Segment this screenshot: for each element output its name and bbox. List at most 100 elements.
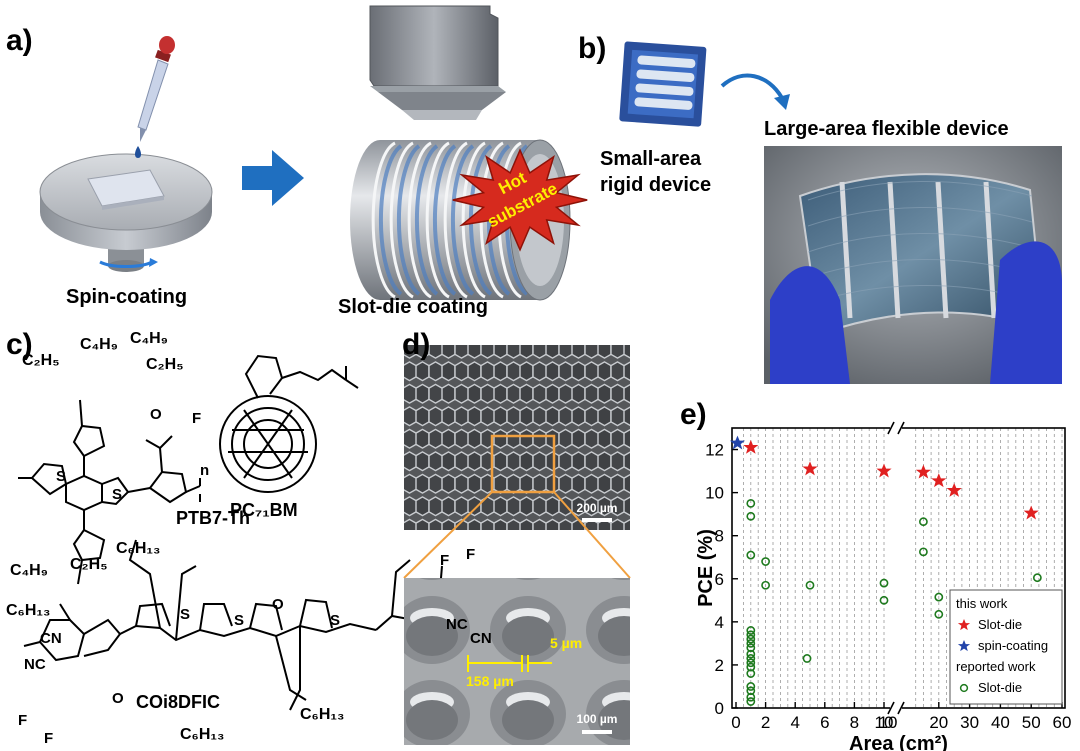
data-point-circle bbox=[934, 592, 944, 602]
x-tick-label: 50 bbox=[1022, 713, 1041, 732]
axis-break-mark bbox=[897, 421, 905, 435]
y-tick-label: 8 bbox=[715, 527, 724, 546]
x-tick-label: 0 bbox=[731, 713, 740, 732]
roll-stripe bbox=[443, 141, 468, 299]
legend-marker-circle bbox=[959, 683, 969, 693]
data-point-circle bbox=[761, 557, 770, 566]
axis-break-mark bbox=[897, 701, 905, 715]
legend-heading: this work bbox=[956, 596, 1008, 611]
film-cell-line bbox=[807, 233, 1033, 253]
film-cell-line bbox=[807, 181, 1033, 201]
x-axis-label: Area (cm²) bbox=[849, 733, 948, 751]
x-tick-label: 20 bbox=[929, 713, 948, 732]
y-axis-label: PCE (%) bbox=[695, 529, 717, 607]
data-point-circle bbox=[746, 658, 756, 668]
data-point-circle bbox=[746, 692, 756, 702]
data-point-circle bbox=[746, 630, 756, 640]
panel-letter-d: d) bbox=[402, 328, 431, 361]
data-point-circle bbox=[919, 547, 928, 557]
sub-c4h9-1: C₄H₉ bbox=[80, 336, 118, 353]
scale-bar-bottom bbox=[582, 730, 612, 734]
film-electrode-stripe bbox=[839, 181, 853, 319]
ptb7-th-structure bbox=[18, 399, 201, 585]
data-point-circle bbox=[746, 498, 756, 508]
process-arrow-icon bbox=[242, 150, 304, 206]
data-point-star bbox=[931, 473, 947, 488]
small-area-device-image bbox=[619, 41, 707, 127]
caption-spin-coating: Spin-coating bbox=[66, 286, 188, 308]
atom-f-left-1: F bbox=[18, 712, 28, 729]
panel-a: Hot substrate bbox=[39, 5, 588, 301]
scale-bar-top bbox=[582, 518, 612, 522]
atom-s-coi-2: S bbox=[234, 612, 245, 629]
axis-break-mark bbox=[887, 701, 895, 715]
atom-f-right-2: F bbox=[466, 546, 476, 563]
atom-s-coi-3: S bbox=[330, 612, 341, 629]
x-tick-label: 4 bbox=[790, 713, 799, 732]
atom-s-coi-1: S bbox=[180, 606, 191, 623]
atom-s-ptb7-1: S bbox=[56, 468, 67, 485]
x-tick-label: 6 bbox=[820, 713, 829, 732]
sub-c4h9-3: C₄H₉ bbox=[10, 562, 48, 579]
film-cell-line bbox=[807, 207, 1033, 227]
label-coi8dfic: COi8DFIC bbox=[136, 692, 221, 712]
atom-nc-left: NC bbox=[24, 656, 46, 673]
curved-arrow-head-icon bbox=[774, 94, 790, 110]
legend-entry: Slot-die bbox=[978, 680, 1022, 695]
y-tick-label: 4 bbox=[715, 613, 724, 632]
panel-letter-b: b) bbox=[578, 32, 607, 65]
legend-marker-star bbox=[957, 619, 971, 631]
roll-coating bbox=[414, 144, 439, 296]
roll-stripe bbox=[407, 141, 432, 299]
atom-f-ptb7: F bbox=[192, 410, 202, 427]
data-point-circle bbox=[746, 550, 756, 560]
pcbm-structure bbox=[219, 354, 359, 493]
sem-image-low-mag bbox=[404, 345, 630, 530]
x-tick-label: 40 bbox=[991, 713, 1010, 732]
x-tick-label: 10 bbox=[879, 713, 898, 732]
x-tick-label: 8 bbox=[850, 713, 859, 732]
atom-o-coi-right: O bbox=[272, 596, 284, 613]
data-point-circle bbox=[746, 626, 756, 635]
roll-stripe bbox=[371, 141, 396, 299]
caption-small-area-line2: rigid device bbox=[600, 174, 712, 196]
label-pcbm: PC₇₁BM bbox=[230, 500, 298, 520]
roll-coating bbox=[450, 144, 475, 296]
data-point-circle bbox=[746, 511, 756, 521]
dimension-label-5um: 5 µm bbox=[550, 635, 582, 651]
data-point-circle bbox=[746, 634, 756, 644]
large-area-device-photo bbox=[764, 146, 1062, 384]
data-point-circle bbox=[802, 654, 812, 663]
atom-f-left-2: F bbox=[44, 730, 54, 747]
sub-c6h13-2: C₆H₁₃ bbox=[6, 602, 51, 619]
atom-cn-right: CN bbox=[470, 630, 492, 647]
y-tick-label: 0 bbox=[715, 699, 724, 718]
atom-f-right-1: F bbox=[440, 552, 450, 569]
film-electrode-stripe bbox=[983, 181, 997, 319]
data-point-star bbox=[946, 482, 962, 497]
y-tick-label: 6 bbox=[715, 570, 724, 589]
axis-break-mark bbox=[887, 421, 895, 435]
data-point-circle bbox=[805, 580, 815, 590]
panel-b bbox=[619, 41, 1062, 384]
x-tick-label: 10 bbox=[875, 713, 894, 732]
scale-label-bottom: 100 µm bbox=[577, 712, 618, 726]
data-point-circle bbox=[934, 609, 944, 619]
sub-c6h13-4: C₆H₁₃ bbox=[180, 726, 225, 743]
data-point-star bbox=[915, 464, 931, 479]
data-point-circle bbox=[879, 595, 889, 605]
data-point-circle bbox=[746, 697, 756, 706]
data-point-circle bbox=[746, 682, 756, 691]
atom-n-ptb7: n bbox=[200, 462, 210, 479]
y-tick-label: 12 bbox=[705, 441, 724, 460]
zoom-line-left bbox=[403, 491, 493, 579]
panel-c bbox=[18, 354, 471, 711]
data-point-circle bbox=[1032, 573, 1042, 583]
dropper-icon bbox=[135, 36, 175, 158]
roll-coating bbox=[396, 144, 421, 296]
roll-stripe bbox=[425, 141, 450, 299]
data-point-circle bbox=[746, 638, 756, 648]
panel-letter-a: a) bbox=[6, 24, 33, 57]
